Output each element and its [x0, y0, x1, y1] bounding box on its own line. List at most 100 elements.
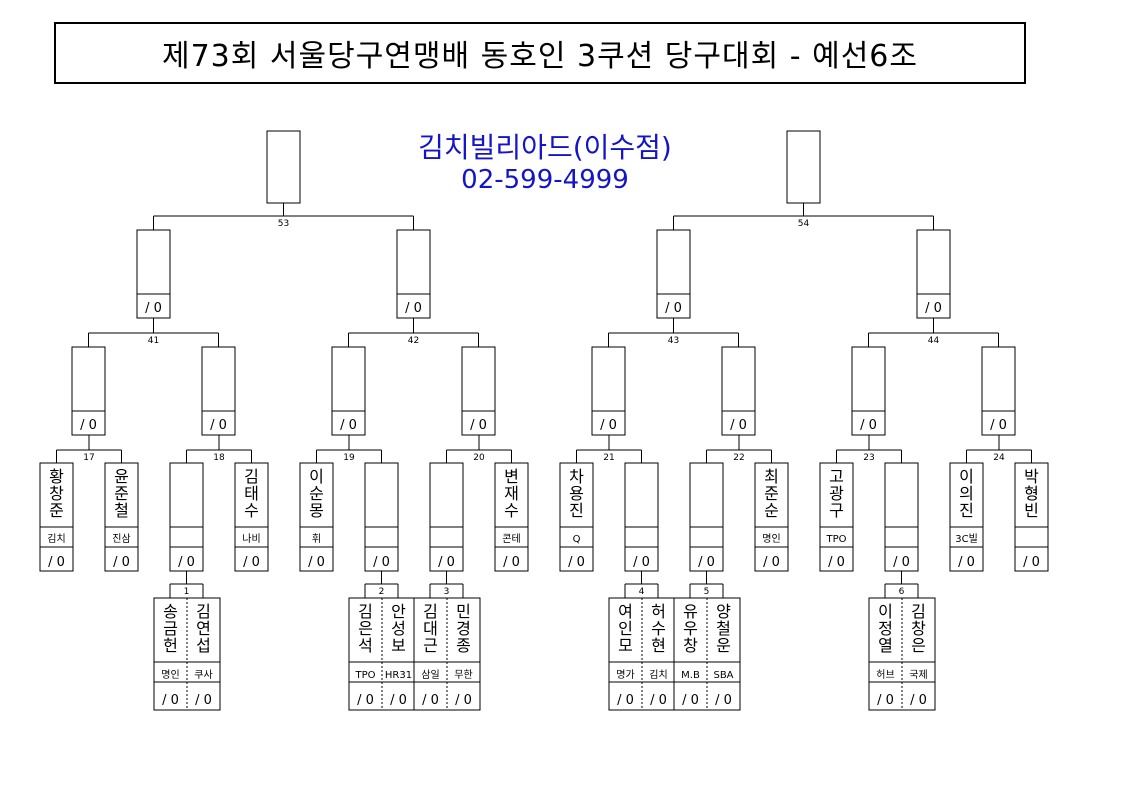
slot-box: [461, 346, 496, 436]
match-number: 3: [444, 587, 450, 597]
player-box: [169, 462, 204, 572]
score-mark: / 0: [308, 555, 325, 570]
score-mark: / 0: [195, 693, 212, 708]
player-box: [299, 462, 334, 572]
score-mark: / 0: [162, 693, 179, 708]
player-club: 나비: [242, 533, 260, 545]
player-club: 명인: [161, 669, 179, 681]
score-mark: / 0: [763, 555, 780, 570]
match-number: 1: [184, 587, 190, 597]
player-club: TPO: [354, 670, 375, 681]
final-slot-box: [786, 130, 821, 204]
score-mark: / 0: [698, 555, 715, 570]
match-number: 5: [704, 587, 710, 597]
player-box: [39, 462, 74, 572]
player-box: [234, 462, 269, 572]
sponsor-phone: 02-599-4999: [461, 165, 629, 195]
score-mark: / 0: [860, 418, 877, 433]
score-mark: / 0: [243, 555, 260, 570]
score-mark: / 0: [682, 693, 699, 708]
final-slot-box: [266, 130, 301, 204]
score-mark: / 0: [617, 693, 634, 708]
player-club: 명가: [616, 669, 634, 681]
player-club: 3C빌: [955, 533, 978, 545]
match-number: 43: [668, 336, 679, 346]
match-number: 22: [733, 453, 744, 463]
sponsor-name: 김치빌리아드(이수점): [418, 131, 672, 164]
score-mark: / 0: [357, 693, 374, 708]
player-club: 허브: [876, 669, 894, 681]
player-box: [104, 462, 139, 572]
slot-box: [331, 346, 366, 436]
player-club: 진삼: [112, 533, 130, 545]
match-number: 23: [863, 453, 874, 463]
player-club: 삼일: [421, 669, 439, 681]
slot-box: [721, 346, 756, 436]
player-club: 국제: [909, 669, 927, 681]
match-number: 41: [148, 336, 159, 346]
score-mark: / 0: [470, 418, 487, 433]
page-title: 제73회 서울당구연맹배 동호인 3쿠션 당구대회 - 예선6조: [54, 22, 1026, 84]
player-box: [819, 462, 854, 572]
player-box: [1014, 462, 1049, 572]
slot-box: [396, 229, 431, 319]
score-mark: / 0: [405, 301, 422, 316]
player-club: 김치: [649, 669, 667, 681]
player-club: Q: [573, 534, 581, 545]
score-mark: / 0: [48, 555, 65, 570]
player-box: [364, 462, 399, 572]
score-mark: / 0: [438, 555, 455, 570]
player-box: [624, 462, 659, 572]
player-club: 휘: [312, 533, 321, 545]
score-mark: / 0: [390, 693, 407, 708]
player-club: SBA: [713, 670, 733, 681]
slot-box: [981, 346, 1016, 436]
match-number: 44: [928, 336, 940, 346]
score-mark: / 0: [568, 555, 585, 570]
score-mark: / 0: [925, 301, 942, 316]
score-mark: / 0: [990, 418, 1007, 433]
score-mark: / 0: [910, 693, 927, 708]
player-box: [559, 462, 594, 572]
match-number: 24: [993, 453, 1005, 463]
player-club: HR31: [385, 670, 412, 681]
slot-box: [851, 346, 886, 436]
match-number: 4: [639, 587, 645, 597]
player-club: TPO: [825, 534, 846, 545]
player-club: 쿠사: [194, 669, 212, 681]
score-mark: / 0: [828, 555, 845, 570]
match-number: 20: [473, 453, 485, 463]
score-mark: / 0: [178, 555, 195, 570]
player-box: [429, 462, 464, 572]
match-number: 54: [798, 219, 810, 229]
player-club: 명인: [762, 533, 780, 545]
score-mark: / 0: [600, 418, 617, 433]
score-mark: / 0: [633, 555, 650, 570]
match-number: 17: [83, 453, 94, 463]
score-mark: / 0: [650, 693, 667, 708]
score-mark: / 0: [958, 555, 975, 570]
score-mark: / 0: [730, 418, 747, 433]
player-club: 김치: [47, 533, 65, 545]
player-club: 무한: [454, 669, 472, 681]
match-number: 21: [603, 453, 614, 463]
score-mark: / 0: [877, 693, 894, 708]
match-number: 6: [899, 587, 905, 597]
score-mark: / 0: [145, 301, 162, 316]
